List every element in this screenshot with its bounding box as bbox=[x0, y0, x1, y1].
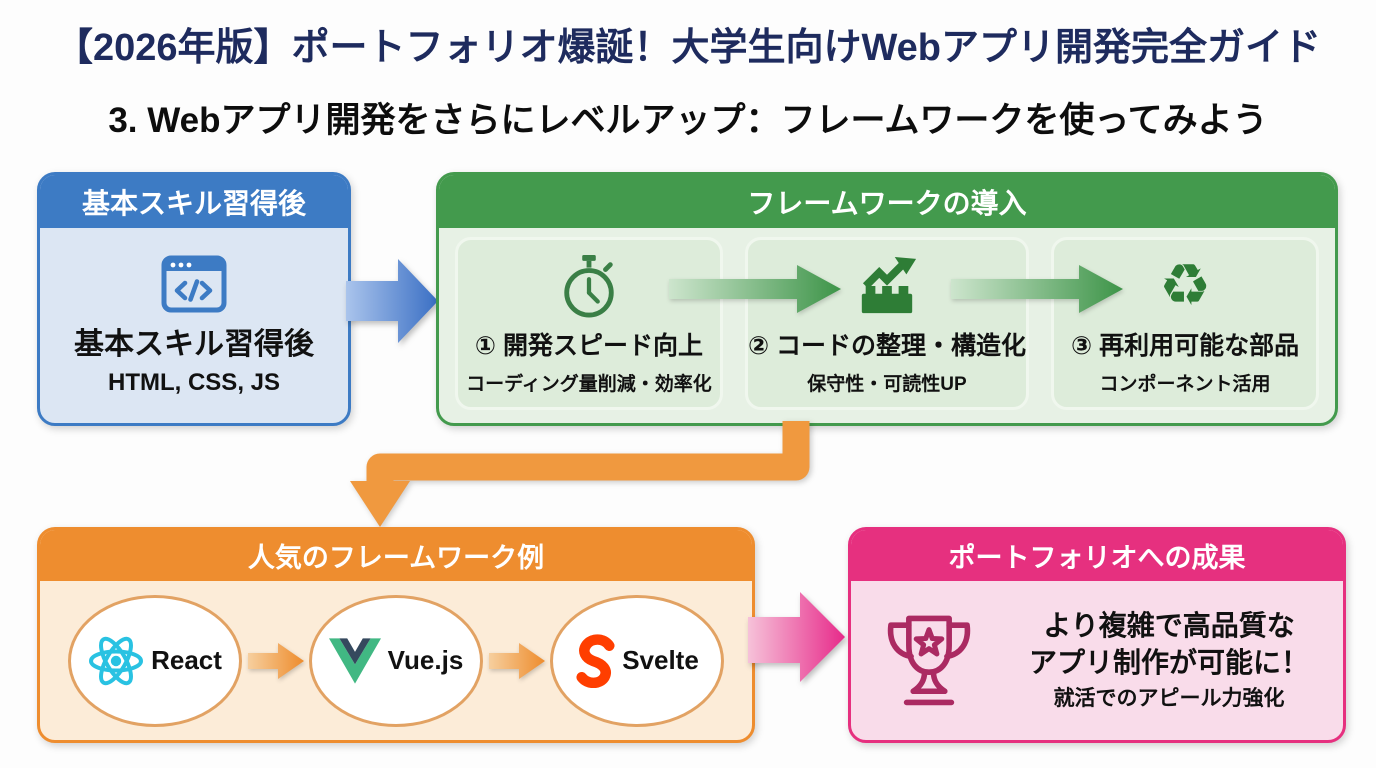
portfolio-outcome-body: より複雑で高品質な アプリ制作が可能に！ 就活でのアピール力強化 bbox=[851, 581, 1343, 740]
basic-skills-subtitle: HTML, CSS, JS bbox=[107, 368, 281, 396]
benefit-subtitle: 保守性・可読性UP bbox=[807, 374, 967, 395]
frameworks-row: React Vue.js bbox=[40, 581, 752, 740]
benefit-title: ③ 再利用可能な部品 bbox=[1070, 332, 1300, 360]
framework-label: React bbox=[151, 645, 222, 675]
portfolio-outcome-text: より複雑で高品質な アプリ制作が可能に！ 就活でのアピール力強化 bbox=[995, 608, 1343, 712]
arrow-orange-2 bbox=[488, 642, 545, 679]
section-heading: 3. Webアプリ開発をさらにレベルアップ：フレームワークを使ってみよう bbox=[108, 101, 1268, 140]
framework-benefits: ① 開発スピード向上 コーディング量削減・効率化 ② コードの整理・構造化 保守… bbox=[455, 237, 1319, 410]
basic-skills-title: 基本スキル習得後 bbox=[74, 327, 314, 361]
framework-intro-box: フレームワークの導入 ① 開発スピード向上 コーディング量削減・効率化 bbox=[436, 172, 1338, 426]
recycle-icon: ♻ bbox=[1159, 253, 1212, 318]
benefit-card-reuse: ♻ ③ 再利用可能な部品 コンポーネント活用 bbox=[1051, 237, 1319, 410]
framework-label: Svelte bbox=[622, 645, 699, 675]
flow-connector-orange bbox=[350, 421, 810, 527]
basic-skills-body: 基本スキル習得後 HTML, CSS, JS bbox=[40, 228, 348, 423]
benefit-card-structure: ② コードの整理・構造化 保守性・可読性UP bbox=[744, 237, 1030, 410]
trophy-icon bbox=[887, 615, 971, 705]
popular-frameworks-box: 人気のフレームワーク例 React bbox=[37, 527, 755, 743]
portfolio-outcome-header: ポートフォリオへの成果 bbox=[851, 530, 1343, 581]
framework-svelte: Svelte bbox=[550, 594, 724, 727]
benefit-title: ② コードの整理・構造化 bbox=[747, 332, 1027, 360]
arrow-green-2 bbox=[951, 265, 1123, 313]
framework-label: Vue.js bbox=[387, 645, 464, 675]
code-browser-icon bbox=[161, 255, 227, 312]
outcome-line-2: アプリ制作が可能に！ bbox=[1028, 646, 1309, 678]
basic-skills-header: 基本スキル習得後 bbox=[40, 175, 348, 228]
popular-frameworks-header: 人気のフレームワーク例 bbox=[40, 530, 752, 581]
benefit-title: ① 開発スピード向上 bbox=[474, 332, 704, 360]
framework-react: React bbox=[68, 594, 242, 727]
basic-skills-box: 基本スキル習得後 基本スキル習得後 HTML, CSS, JS bbox=[37, 172, 351, 426]
arrow-orange-1 bbox=[247, 642, 304, 679]
arrow-green-1 bbox=[669, 265, 841, 313]
outcome-line-3: 就活でのアピール力強化 bbox=[1053, 687, 1285, 711]
portfolio-outcome-box: ポートフォリオへの成果 より複雑で高品質な アプリ制作が可能に！ 就活でのアピー… bbox=[848, 527, 1346, 743]
svelte-logo bbox=[576, 633, 615, 688]
react-logo bbox=[89, 636, 144, 685]
brick-growth-icon bbox=[861, 256, 917, 314]
outcome-line-1: より複雑で高品質な bbox=[1043, 610, 1295, 642]
stopwatch-icon bbox=[564, 255, 614, 318]
page-title: 【2026年版】ポートフォリオ爆誕！大学生向けWebアプリ開発完全ガイド bbox=[54, 27, 1322, 69]
arrow-right-blue bbox=[346, 259, 438, 343]
benefit-subtitle: コンポーネント活用 bbox=[1099, 374, 1271, 395]
benefit-subtitle: コーディング量削減・効率化 bbox=[466, 374, 712, 395]
arrow-right-pink bbox=[748, 592, 845, 682]
vue-logo bbox=[328, 637, 381, 684]
benefit-card-speed: ① 開発スピード向上 コーディング量削減・効率化 bbox=[455, 237, 723, 410]
framework-vue: Vue.js bbox=[309, 594, 483, 727]
framework-intro-header: フレームワークの導入 bbox=[439, 175, 1335, 228]
